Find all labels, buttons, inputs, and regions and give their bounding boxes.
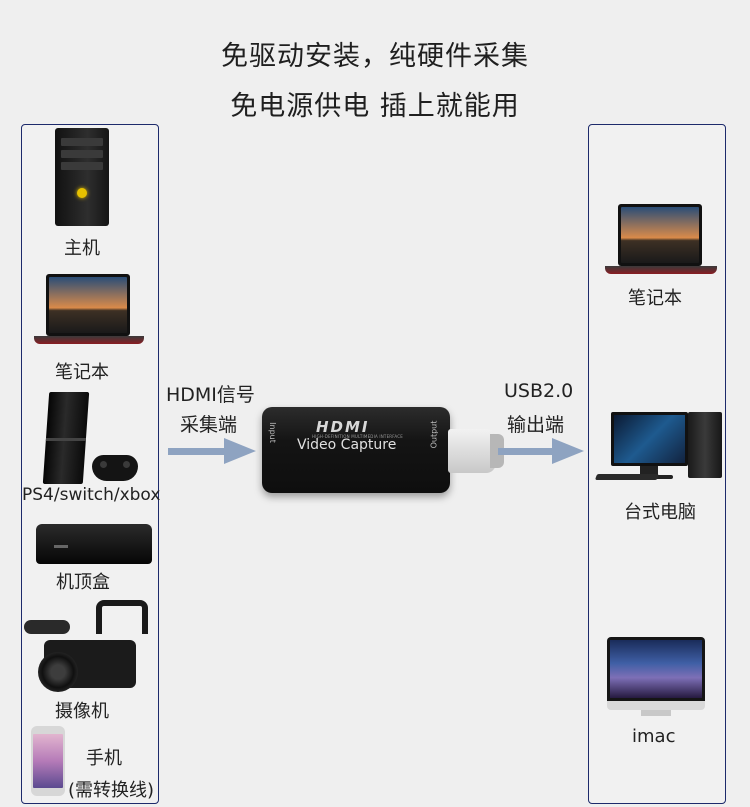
desktop-tower-icon	[55, 128, 109, 226]
headline-line-2: 免电源供电 插上就能用	[230, 91, 520, 122]
laptop-base	[605, 266, 717, 274]
headline-line-1: 免驱动安装，纯硬件采集	[221, 41, 529, 72]
hdmi-logo-sub: HIGH-DEFINITION MULTIMEDIA INTERFACE	[312, 434, 404, 439]
keyboard	[594, 474, 660, 480]
game-console-icon	[42, 392, 90, 484]
output-label-end: 输出端	[507, 414, 565, 436]
imac-chin	[607, 701, 705, 710]
laptop-icon	[46, 274, 130, 336]
set-top-box-icon	[36, 524, 152, 564]
output-label-usb: USB2.0	[504, 380, 574, 402]
usb-plug	[448, 429, 496, 473]
imac-stand	[641, 710, 671, 716]
source-sublabel-phone: (需转换线)	[68, 780, 155, 801]
usb-plug-tip	[490, 434, 504, 468]
source-label-phone: 手机	[86, 748, 122, 769]
monitor-stand	[640, 466, 658, 476]
phone-icon	[31, 726, 65, 796]
target-label-desktop: 台式电脑	[624, 502, 696, 523]
input-arrow	[168, 448, 226, 455]
source-label-console: PS4/switch/xbox	[22, 485, 161, 505]
input-label-end: 采集端	[180, 414, 238, 436]
source-label-laptop: 笔记本	[55, 362, 109, 383]
port-input-label: Input	[267, 422, 277, 443]
source-label-camera: 摄像机	[55, 701, 109, 722]
camera-mic	[24, 620, 70, 634]
desktop-computer-icon	[611, 412, 688, 466]
laptop-base	[34, 336, 144, 344]
camera-lens	[38, 652, 78, 692]
source-label-settopbox: 机顶盒	[56, 572, 110, 593]
hdmi-logo: HDMI	[316, 418, 370, 436]
output-arrow-head	[552, 438, 584, 464]
port-output-label: Output	[429, 420, 439, 449]
gamepad-icon	[92, 455, 138, 481]
camera-handle	[96, 600, 148, 634]
input-label-signal: HDMI信号	[166, 384, 255, 406]
computer-tower	[688, 412, 722, 478]
video-capture-device	[262, 407, 450, 493]
input-arrow-head	[224, 438, 256, 464]
laptop-icon	[618, 204, 702, 266]
imac-icon	[607, 637, 705, 701]
source-label-host: 主机	[64, 238, 100, 259]
target-label-laptop: 笔记本	[628, 288, 682, 309]
device-name: Video Capture	[297, 437, 397, 453]
target-label-imac: imac	[632, 726, 676, 747]
output-arrow	[498, 448, 554, 455]
